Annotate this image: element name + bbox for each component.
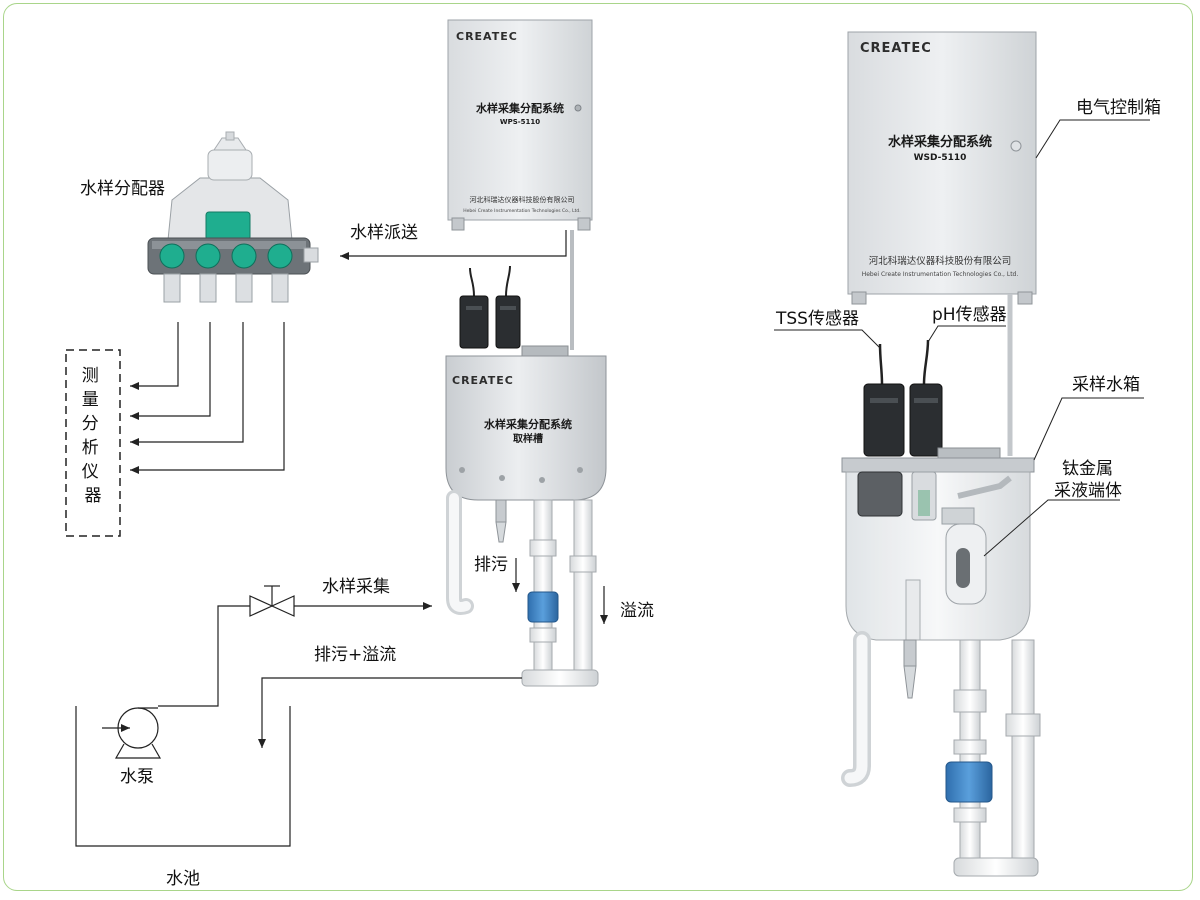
pool-label: 水池 bbox=[166, 869, 200, 889]
left-tank-brand: CREATEC bbox=[452, 374, 514, 387]
left-tank-title: 水样采集分配系统 bbox=[484, 417, 572, 431]
right-cabinet-company-cn: 河北科瑞达仪器科技股份有限公司 bbox=[869, 255, 1012, 267]
ph-callout bbox=[927, 325, 1006, 343]
control-box-label: 电气控制箱 bbox=[1076, 98, 1161, 118]
ph-label: pH传感器 bbox=[932, 305, 1007, 325]
water-sample-distributor bbox=[147, 131, 319, 303]
tank-callout bbox=[1033, 397, 1144, 461]
drain-overflow-line bbox=[258, 677, 522, 748]
right-sensors bbox=[863, 339, 943, 457]
right-cabinet-title: 水样采集分配系统 bbox=[888, 134, 992, 150]
distributor-label: 水样分配器 bbox=[80, 179, 165, 199]
water-pump bbox=[102, 707, 162, 759]
right-cabinet-brand: CREATEC bbox=[860, 41, 932, 56]
left-cabinet-brand: CREATEC bbox=[456, 30, 518, 43]
right-pipework bbox=[841, 631, 1041, 877]
overflow-label: 溢流 bbox=[620, 601, 654, 621]
left-sampling-tank: CREATEC 水样采集分配系统 取样槽 bbox=[445, 345, 607, 501]
control-box-callout bbox=[1035, 119, 1150, 159]
right-sampling-tank bbox=[841, 447, 1035, 641]
left-pipework bbox=[446, 490, 599, 687]
dispatch-line bbox=[340, 230, 567, 260]
left-control-cabinet: CREATEC 水样采集分配系统 WPS-5110 河北科瑞达仪器科技股份有限公… bbox=[447, 19, 593, 231]
distribution-lines bbox=[130, 322, 285, 474]
titanium-label-2: 采液端体 bbox=[1054, 481, 1122, 501]
right-cabinet-company-en: Hebei Create Instrumentation Technologie… bbox=[862, 271, 1019, 278]
left-cabinet-title: 水样采集分配系统 bbox=[476, 101, 564, 115]
collect-label: 水样采集 bbox=[322, 577, 390, 597]
water-pool bbox=[75, 706, 291, 847]
titanium-callout bbox=[983, 499, 1120, 557]
drain-label: 排污 bbox=[474, 555, 508, 575]
sample-collection-line bbox=[158, 585, 432, 707]
left-cabinet-model: WPS-5110 bbox=[500, 118, 540, 126]
instruments-label: 测 量 分 析 仪 器 bbox=[82, 366, 104, 506]
tank-label: 采样水箱 bbox=[1072, 375, 1140, 395]
instruments-box bbox=[65, 349, 121, 537]
titanium-label-1: 钛金属 bbox=[1062, 459, 1113, 479]
tss-label: TSS传感器 bbox=[775, 309, 859, 329]
diagram-frame bbox=[3, 3, 1193, 891]
left-cabinet-company-cn: 河北科瑞达仪器科技股份有限公司 bbox=[470, 195, 575, 204]
left-tank-subtitle: 取样槽 bbox=[513, 432, 543, 445]
left-sensors bbox=[459, 265, 521, 349]
pump-label: 水泵 bbox=[120, 767, 154, 787]
right-control-cabinet: CREATEC 水样采集分配系统 WSD-5110 河北科瑞达仪器科技股份有限公… bbox=[847, 31, 1037, 305]
dispatch-label: 水样派送 bbox=[350, 223, 418, 243]
left-cabinet-company-en: Hebei Create Instrumentation Technologie… bbox=[463, 208, 580, 214]
tss-callout bbox=[774, 329, 881, 349]
drain-overflow-label: 排污+溢流 bbox=[314, 645, 396, 665]
right-cabinet-model: WSD-5110 bbox=[914, 153, 967, 163]
